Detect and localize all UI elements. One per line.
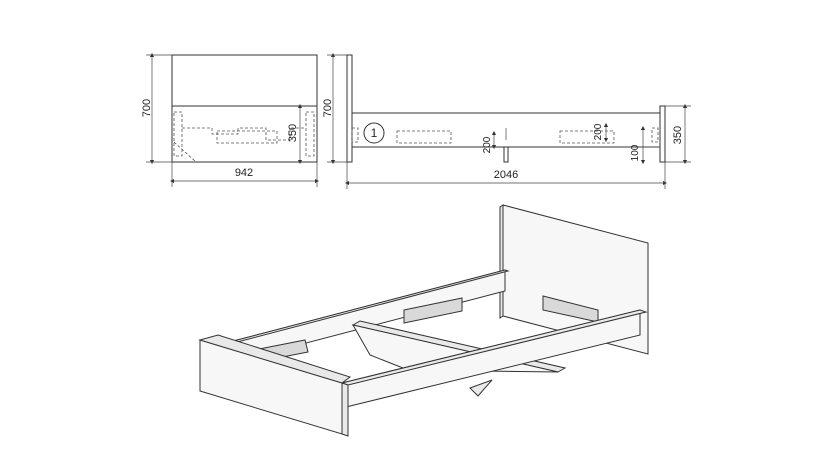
hidden-slat-block-right xyxy=(559,130,615,144)
iso-center-leg xyxy=(469,379,493,397)
dim-side-height-label: 700 xyxy=(322,99,334,117)
dim-length-label: 2046 xyxy=(494,169,518,181)
hidden-leg-right xyxy=(305,111,315,157)
hidden-slat xyxy=(216,130,278,144)
iso-footboard-top xyxy=(198,334,352,384)
headboard-outline xyxy=(171,54,318,163)
iso-slat-rest-middle xyxy=(403,297,463,324)
center-leg xyxy=(503,146,509,163)
part-number-label: 1 xyxy=(371,126,378,140)
part-number-circle xyxy=(363,122,385,144)
dim-slot-b-label: 200 xyxy=(593,123,604,140)
dim-slot-a-label: 200 xyxy=(482,136,493,153)
side-footboard xyxy=(659,105,666,163)
side-view: 1 200 200 100 700 350 2046 xyxy=(322,52,691,189)
hidden-support-left xyxy=(173,141,197,163)
hidden-slat-profile xyxy=(182,127,306,141)
hidden-slat-block-left xyxy=(396,130,452,144)
dim-leg-label: 100 xyxy=(630,144,641,161)
dim-inner-label: 350 xyxy=(287,124,299,142)
side-headboard xyxy=(346,54,353,163)
iso-footboard-edge xyxy=(341,382,349,437)
iso-headboard-edge xyxy=(499,204,504,319)
hidden-end-right xyxy=(651,127,659,143)
head-view: 700 350 942 xyxy=(141,52,320,187)
isometric-view xyxy=(198,204,649,437)
dim-height-label: 700 xyxy=(141,99,153,117)
hidden-end-left xyxy=(351,127,359,143)
hidden-leg-left xyxy=(173,111,183,157)
dim-rail-height-label: 350 xyxy=(672,126,684,144)
dim-width-label: 942 xyxy=(235,167,253,179)
